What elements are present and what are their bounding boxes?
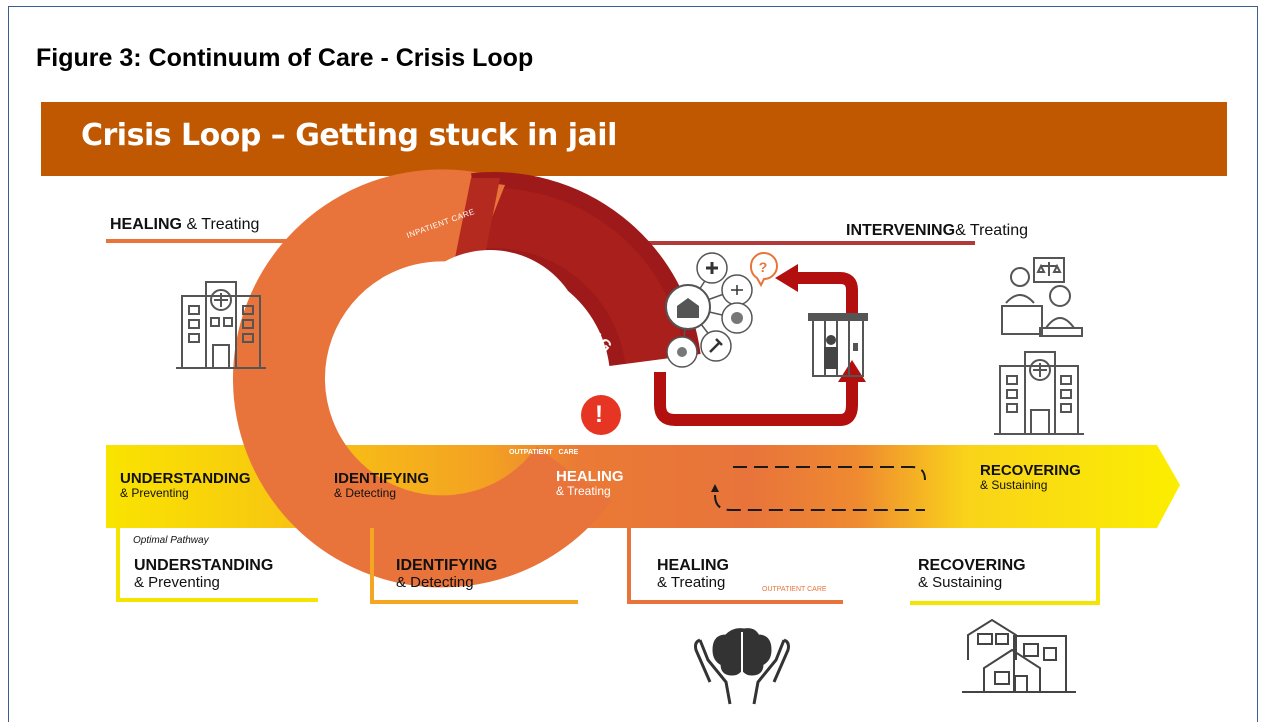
loop-arrowhead-left — [775, 264, 798, 292]
crisis-alert-icon — [581, 395, 621, 435]
healing-header-rest: & Treating — [182, 216, 260, 233]
hospital-icon-right — [994, 351, 1084, 435]
pathway-stage-title: HEALING — [657, 557, 729, 574]
arrow-stage-sub: & Preventing — [120, 485, 189, 500]
intervening-header-bold: INTERVENING — [846, 222, 956, 239]
pathway-stage-sub: & Preventing — [134, 573, 220, 591]
pathway-bracket-understanding — [116, 528, 318, 602]
pathway-bracket-healing — [627, 528, 843, 604]
pathway-stage-sub: & Treating — [657, 573, 726, 591]
arrow-stage-title: RECOVERING — [980, 462, 1081, 479]
healing-header-bold: HEALING — [110, 216, 182, 233]
ring-center — [395, 250, 585, 440]
dashed-path-bottom — [714, 494, 925, 511]
arrow-stage-sub: & Sustaining — [980, 477, 1048, 492]
optimal-pathway-caption: Optimal Pathway — [133, 535, 209, 546]
pathway-stage-title: RECOVERING — [918, 557, 1026, 574]
healing-header: HEALING & Treating — [110, 216, 259, 234]
arrow-stage-sub: & Detecting — [334, 485, 397, 500]
svg-text:?: ? — [759, 259, 768, 275]
hands-brain-icon — [694, 628, 790, 705]
jail-cell-icon — [808, 313, 868, 377]
figure-title: Figure 3: Continuum of Care - Crisis Loo… — [36, 44, 534, 72]
loop-arrow-top — [795, 272, 858, 315]
dashed-arrowhead — [711, 484, 719, 492]
court-icon — [1001, 257, 1083, 337]
intervening-header-rest: & Treating — [955, 222, 1028, 239]
pathway-stage-sub: & Sustaining — [918, 573, 1003, 591]
arrow-stage-title: UNDERSTANDING — [120, 470, 251, 487]
pathway-stage-title: UNDERSTANDING — [134, 557, 274, 574]
pathway-stage-title: IDENTIFYING — [396, 557, 498, 574]
loop-arrowhead-up — [838, 360, 866, 382]
arrow-stage-healing: HEALING & Treating — [556, 469, 624, 497]
arrow-stage-sub: & Treating — [556, 483, 611, 498]
figure-frame — [8, 6, 1258, 722]
banner-title: Crisis Loop – Getting stuck in jail — [81, 118, 617, 153]
banner: Crisis Loop – Getting stuck in jail — [41, 102, 1227, 176]
pathway-stage-sub: & Detecting — [396, 573, 474, 591]
arrow-stage-recovering: RECOVERING & Sustaining — [980, 463, 1081, 491]
arrow-stage-identifying: IDENTIFYING & Detecting — [334, 471, 429, 499]
pathway-stage-identifying: IDENTIFYING & Detecting — [396, 557, 498, 591]
hospital-icon — [176, 281, 266, 369]
outpatient-care-ring-label: OUTPATIENT CARE — [509, 449, 579, 456]
pathway-stage-understanding: UNDERSTANDING & Preventing — [134, 557, 274, 591]
pathway-bracket-identifying — [370, 528, 578, 604]
dashed-path-top — [733, 466, 926, 481]
pathway-stage-healing: HEALING & Treating — [657, 557, 729, 591]
loop-arrow-bottom — [654, 372, 858, 426]
arrow-stage-title: HEALING — [556, 468, 624, 485]
question-bubble-icon: ? — [749, 252, 778, 288]
services-network-icon — [665, 252, 753, 368]
crisis-alert-mark: ! — [595, 401, 603, 428]
arrow-stage-understanding: UNDERSTANDING & Preventing — [120, 471, 251, 499]
pathway-bracket-recovering — [910, 528, 1100, 605]
pathway-outpatient-tag: OUTPATIENT CARE — [762, 586, 827, 593]
houses-icon — [962, 618, 1076, 693]
arrow-stage-title: IDENTIFYING — [334, 470, 430, 487]
crisis-ring — [233, 169, 701, 588]
pathway-stage-recovering: RECOVERING & Sustaining — [918, 557, 1026, 591]
intervening-header: INTERVENING& Treating — [846, 222, 1028, 240]
